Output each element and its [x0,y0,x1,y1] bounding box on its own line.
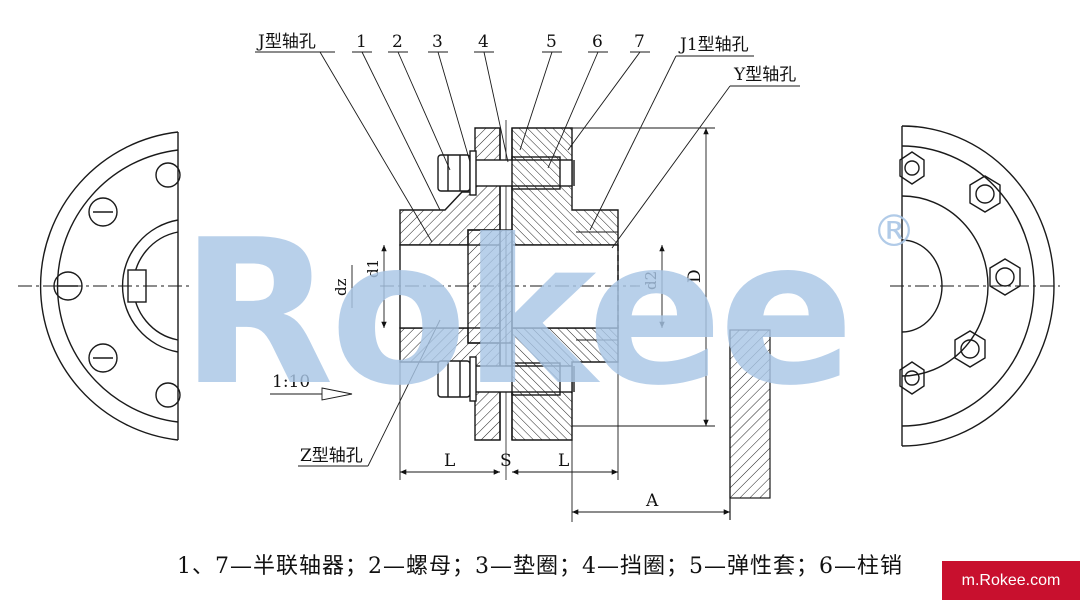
dim-dz: dz [332,278,350,296]
left-end-view [18,131,190,441]
rokee-watermark: Rokee [180,197,850,430]
part-label-4: 4 [478,32,489,52]
part-label-2: 2 [392,32,403,52]
dim-L-left: L [444,451,455,471]
dim-S: S [500,451,512,471]
site-url-badge[interactable]: m.Rokee.com [942,561,1080,600]
z-bore-label: Z型轴孔 [300,446,363,466]
registered-mark: ® [872,206,916,257]
j1-bore-label: J1型轴孔 [678,35,749,55]
taper-label: 1:10 [272,372,310,392]
dim-d2: d2 [642,271,660,290]
dim-d1: d1 [364,259,382,278]
part-legend-caption: 1、7—半联轴器；2—螺母；3—垫圈；4—挡圈；5—弹性套；6—柱销 [177,554,903,579]
dimensions [270,127,730,522]
part-label-6: 6 [592,32,603,52]
mounting-wall [729,329,771,520]
part-label-3: 3 [432,32,443,52]
right-end-view [890,125,1060,447]
part-label-1: 1 [356,32,367,52]
y-bore-label: Y型轴孔 [733,65,796,85]
leader-lines [255,51,800,467]
part-label-5: 5 [546,32,557,52]
j-bore-label: J型轴孔 [256,32,316,52]
dim-D: D [685,269,705,283]
section-view [380,120,640,480]
dim-L-right: L [558,451,569,471]
part-label-7: 7 [634,32,645,52]
dim-A: A [645,491,659,511]
